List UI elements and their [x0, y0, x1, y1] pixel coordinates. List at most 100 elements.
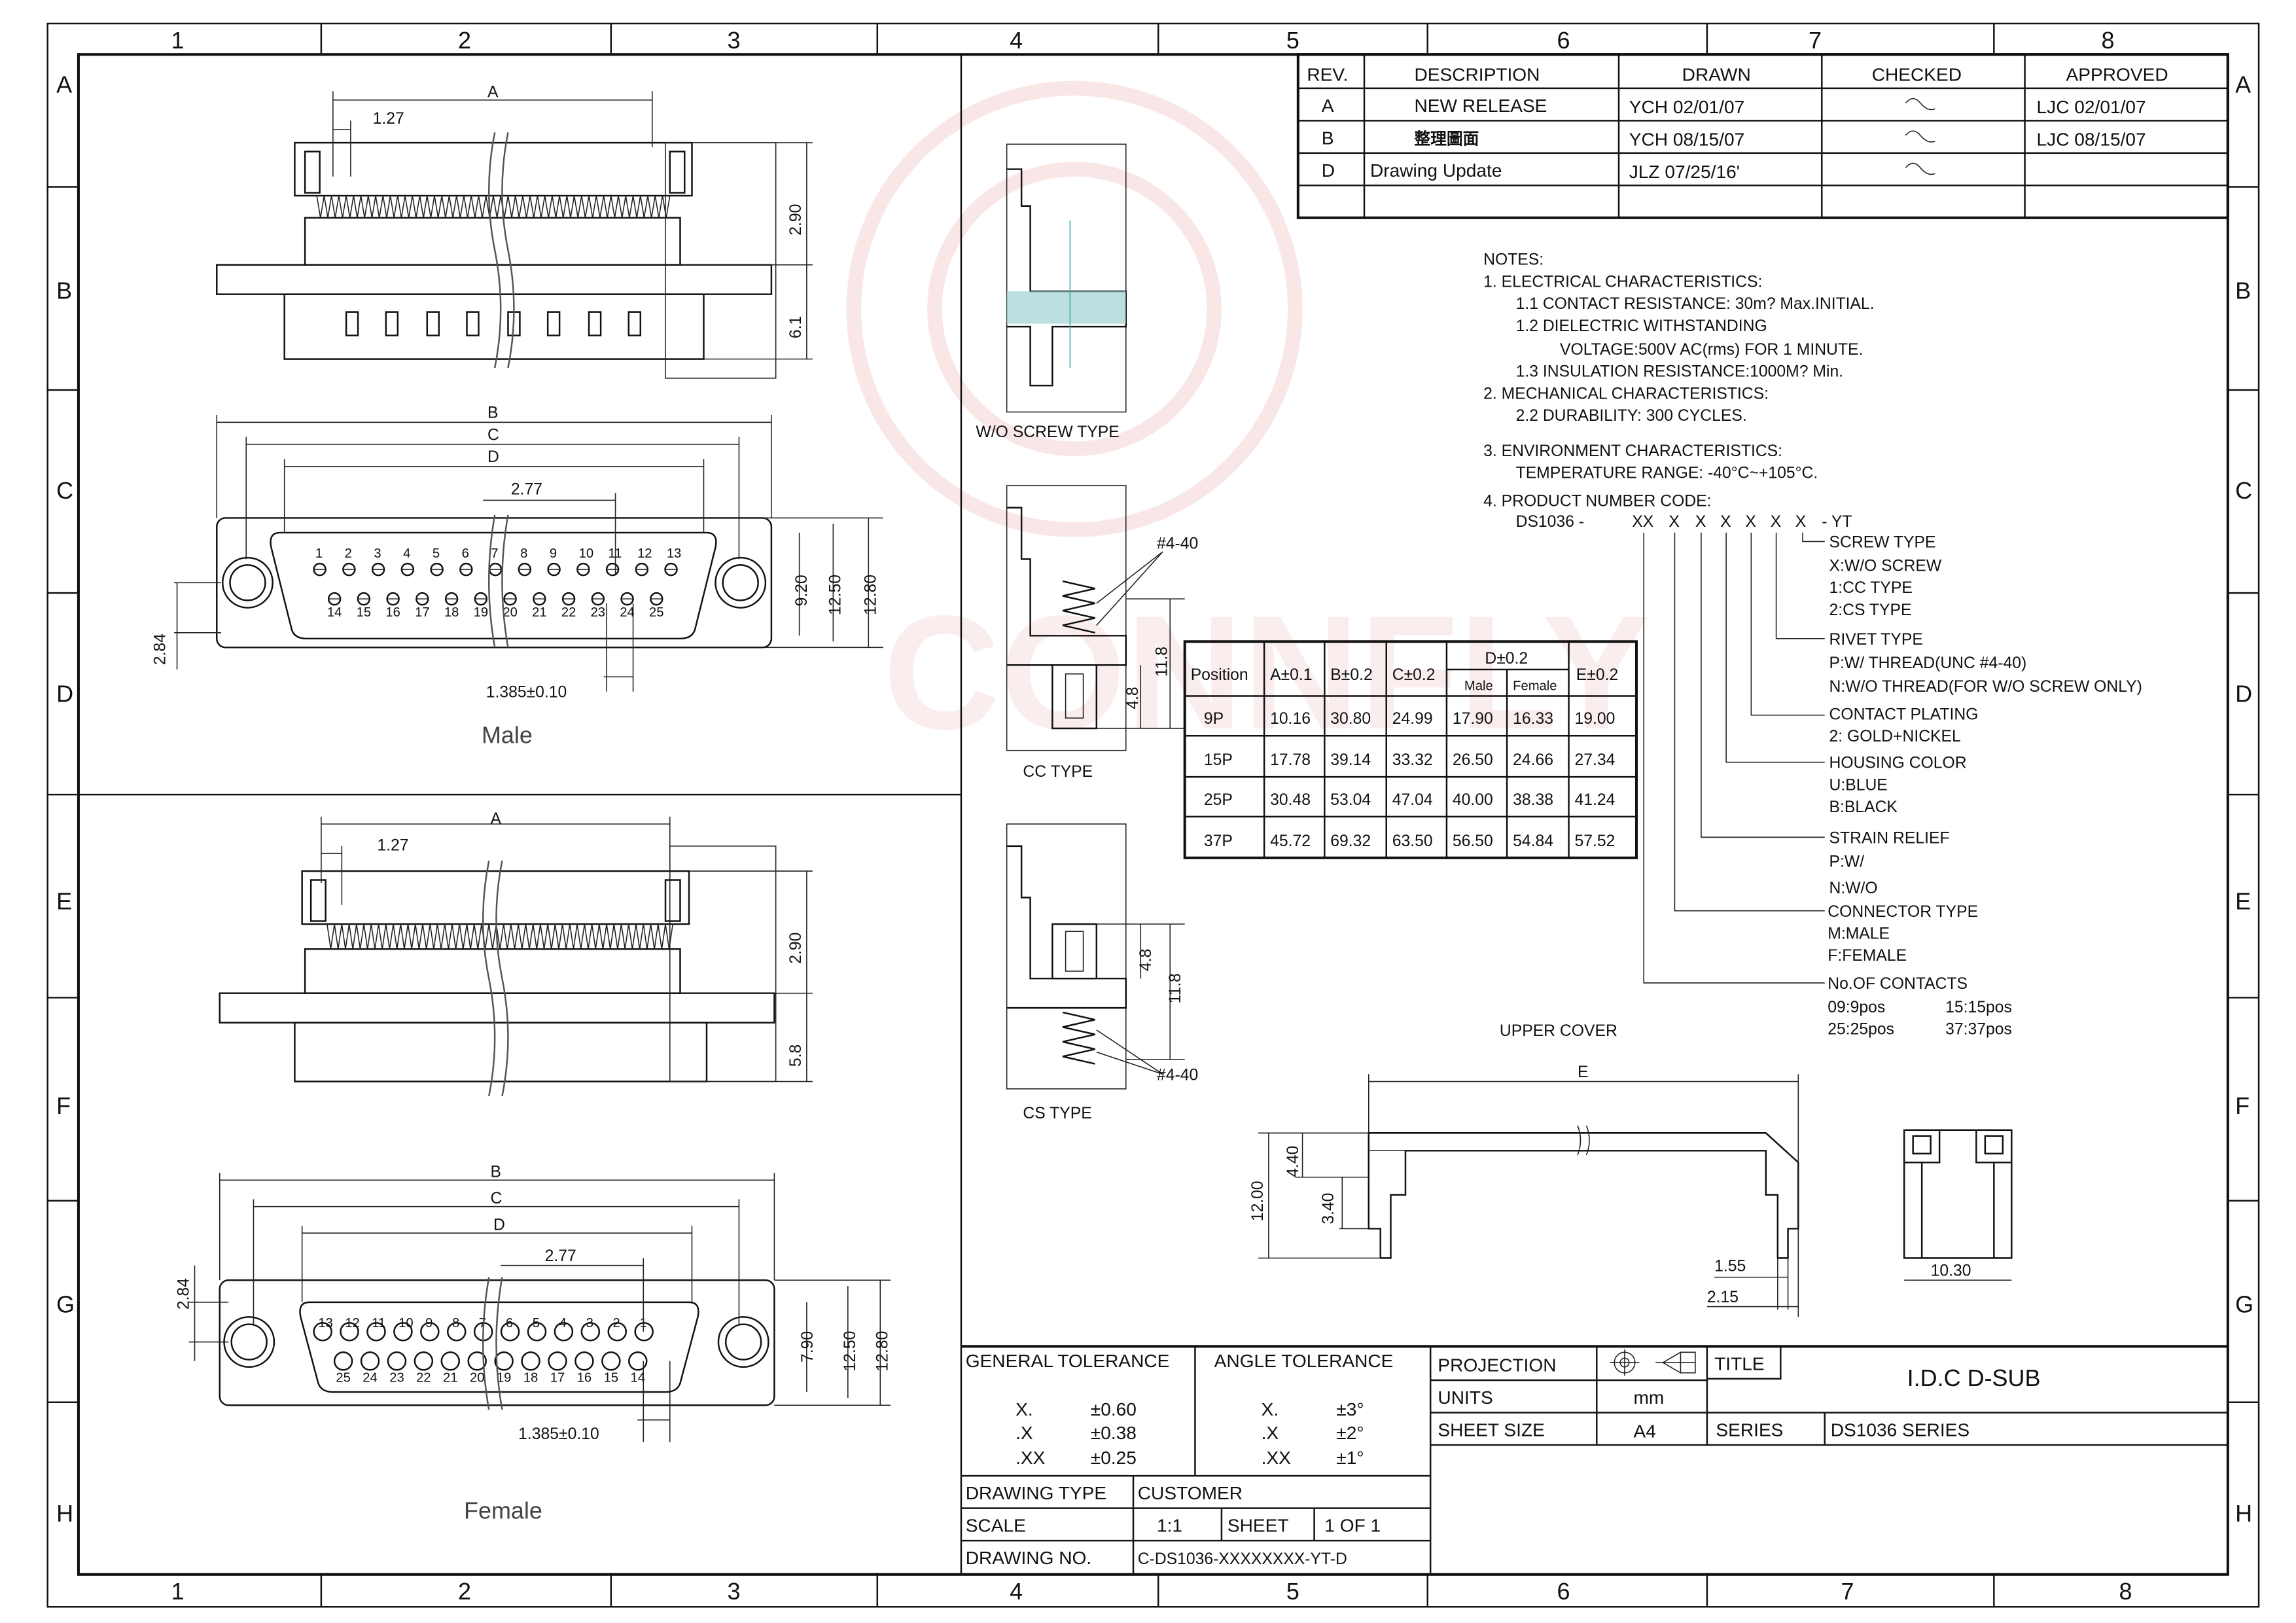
outer-border: [46, 22, 2260, 1608]
pin-number: 4: [559, 1316, 567, 1330]
pin-number: 6: [506, 1316, 513, 1330]
contact-slot: [345, 311, 359, 336]
pin-number: 5: [433, 546, 440, 561]
dim-height: 11.8: [1167, 973, 1184, 1003]
pin-number: 13: [667, 546, 682, 561]
thread-label: #4-40: [1157, 535, 1198, 553]
description-header: DESCRIPTION: [1414, 65, 1540, 85]
legend-option: B:BLACK: [1829, 798, 1898, 816]
pin-number: 10: [398, 1316, 414, 1330]
legend-title: CONNECTOR TYPE: [1828, 903, 1978, 921]
tolerance-key: .XX: [1016, 1448, 1046, 1468]
note-line: 1. ELECTRICAL CHARACTERISTICS:: [1483, 273, 1762, 291]
dim-width: 10.30: [1931, 1262, 1971, 1279]
drawn-cell: YCH 02/01/07: [1629, 97, 1744, 117]
column-label: 3: [727, 1578, 740, 1605]
code-segment-rivet: X: [1771, 513, 1782, 531]
legend-option: U:BLUE: [1829, 776, 1888, 794]
table-cell: 56.50: [1453, 832, 1493, 850]
dim-row-pitch: 2.77: [511, 480, 542, 498]
legend-title: No.OF CONTACTS: [1828, 975, 1968, 993]
column-label: 8: [2119, 1578, 2132, 1605]
pin-contact: [580, 1322, 601, 1342]
legend-option: 1:CC TYPE: [1829, 579, 1913, 597]
rev-cell: B: [1322, 128, 1334, 148]
drawn-header: DRAWN: [1682, 65, 1751, 85]
row-label: D: [2235, 680, 2252, 707]
pin-number: 12: [637, 546, 652, 561]
upper-cover-label: UPPER COVER: [1500, 1022, 1617, 1040]
legend-title: SCREW TYPE: [1829, 533, 1936, 551]
row-label: G: [2235, 1291, 2253, 1318]
contact-slot: [627, 311, 642, 336]
dim-row-pitch: 2.77: [545, 1247, 576, 1265]
table-subheader: Male: [1464, 679, 1493, 694]
male-label: Male: [482, 721, 533, 748]
legend-option: N:W/O: [1829, 880, 1878, 897]
table-cell: 30.48: [1270, 791, 1311, 809]
dim-offset: 2.84: [175, 1278, 193, 1310]
tolerance-value: ±0.60: [1091, 1399, 1137, 1419]
table-cell: 40.00: [1453, 791, 1493, 809]
description-cell: 整理圖面: [1414, 130, 1479, 148]
pin-contact: [601, 1351, 621, 1371]
pin-number: 1: [315, 546, 323, 561]
legend-title: STRAIN RELIEF: [1829, 829, 1950, 847]
table-subheader: Female: [1513, 679, 1557, 694]
rev-header: REV.: [1307, 65, 1348, 85]
dim-e: E: [1578, 1063, 1589, 1081]
pin-number: 16: [385, 605, 400, 620]
table-cell: 47.04: [1392, 791, 1433, 809]
note-line: 3. ENVIRONMENT CHARACTERISTICS:: [1483, 442, 1782, 460]
pin-contact: [366, 1322, 386, 1342]
pin-contact: [548, 1351, 567, 1371]
dim-c: C: [487, 426, 499, 444]
column-label: 2: [458, 27, 471, 54]
pin-number: 25: [649, 605, 664, 620]
dim-pitch: 1.27: [377, 837, 408, 855]
pin-number: 24: [362, 1370, 378, 1385]
table-cell: 54.84: [1513, 832, 1553, 850]
pin-contact: [360, 1351, 380, 1371]
table-cell: 30.80: [1330, 710, 1371, 728]
drawing-no-label: DRAWING NO.: [966, 1548, 1091, 1568]
legend-option: 2: GOLD+NICKEL: [1829, 728, 1961, 745]
pin-number: 4: [403, 546, 410, 561]
pin-number: 22: [416, 1370, 431, 1385]
row-label: C: [2235, 477, 2252, 504]
table-cell: 63.50: [1392, 832, 1433, 850]
table-header: D±0.2: [1485, 650, 1528, 668]
pin-number: 8: [452, 1316, 459, 1330]
tolerance-value: ±3°: [1336, 1399, 1364, 1419]
table-cell: 25P: [1204, 791, 1233, 809]
column-label: 5: [1286, 27, 1299, 54]
note-line: 4. PRODUCT NUMBER CODE:: [1483, 492, 1711, 510]
pin-number: 2: [613, 1316, 620, 1330]
product-code-prefix: DS1036 -: [1516, 513, 1584, 531]
pin-number: 18: [523, 1370, 538, 1385]
note-line: 2.2 DURABILITY: 300 CYCLES.: [1516, 407, 1747, 425]
watermark-logo: CONNFLY: [846, 80, 1650, 763]
pin-number: 3: [374, 546, 381, 561]
scale-label: SCALE: [966, 1516, 1026, 1536]
upper-cover-view: UPPER COVER E 4.40 3.40 12.00 1.55 2.15 …: [1249, 1022, 2013, 1317]
dim-height: 12.50: [841, 1331, 859, 1372]
drawing-type-value: CUSTOMER: [1138, 1483, 1243, 1503]
cc-type-view: #4-40 11.8 4.8 CC TYPE: [1006, 485, 1198, 781]
contact-slot: [385, 311, 399, 336]
table-cell: 10.16: [1270, 710, 1311, 728]
pin-number: 9: [550, 546, 557, 561]
legend-option: F:FEMALE: [1828, 947, 1907, 965]
legend-title: HOUSING COLOR: [1829, 755, 1967, 772]
pin-contact: [628, 1351, 648, 1371]
sheet-label: SHEET: [1227, 1516, 1289, 1536]
drawing-no-value: C-DS1036-XXXXXXXX-YT-D: [1138, 1550, 1347, 1568]
pin-contact: [440, 1351, 461, 1371]
male-side-view: A 1.27 2.90 6.1: [216, 83, 813, 379]
table-cell: 37P: [1204, 832, 1233, 850]
series-label: SERIES: [1716, 1419, 1783, 1440]
pin-number: 21: [532, 605, 546, 620]
pin-contact: [387, 1351, 407, 1371]
drawn-cell: JLZ 07/25/16': [1629, 162, 1740, 182]
grid-ticks: [47, 23, 2259, 1607]
